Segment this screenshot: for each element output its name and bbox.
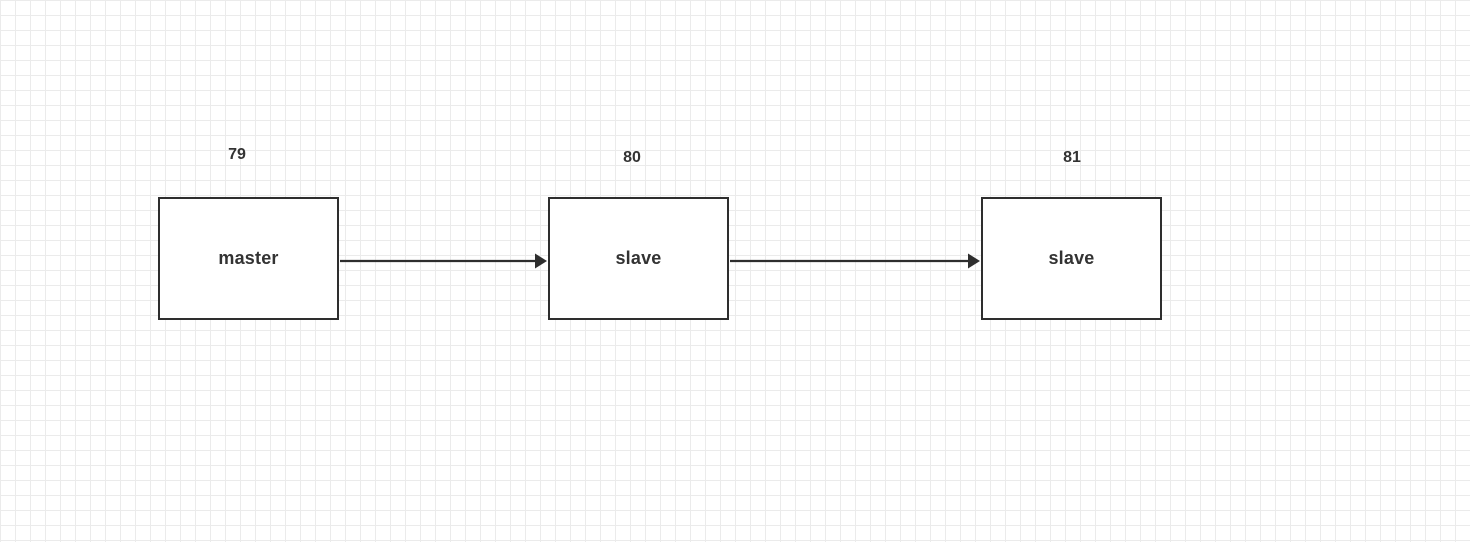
- node-id-80: 80: [623, 149, 641, 166]
- edge-master-to-slave-80[interactable]: [340, 253, 547, 269]
- node-label-80: slave: [615, 248, 662, 268]
- edge-slave-80-to-slave-81[interactable]: [730, 253, 980, 269]
- node-slave-80[interactable]: slave: [548, 197, 729, 320]
- node-slave-81[interactable]: slave: [981, 197, 1162, 320]
- node-master-79[interactable]: master: [158, 197, 339, 320]
- node-id-79: 79: [228, 146, 246, 163]
- node-label-81: slave: [1048, 248, 1095, 268]
- arrowhead-icon-79-80: [535, 253, 547, 269]
- node-label-79: master: [218, 248, 279, 268]
- arrowhead-icon-80-81: [968, 253, 980, 269]
- node-id-81: 81: [1063, 149, 1081, 166]
